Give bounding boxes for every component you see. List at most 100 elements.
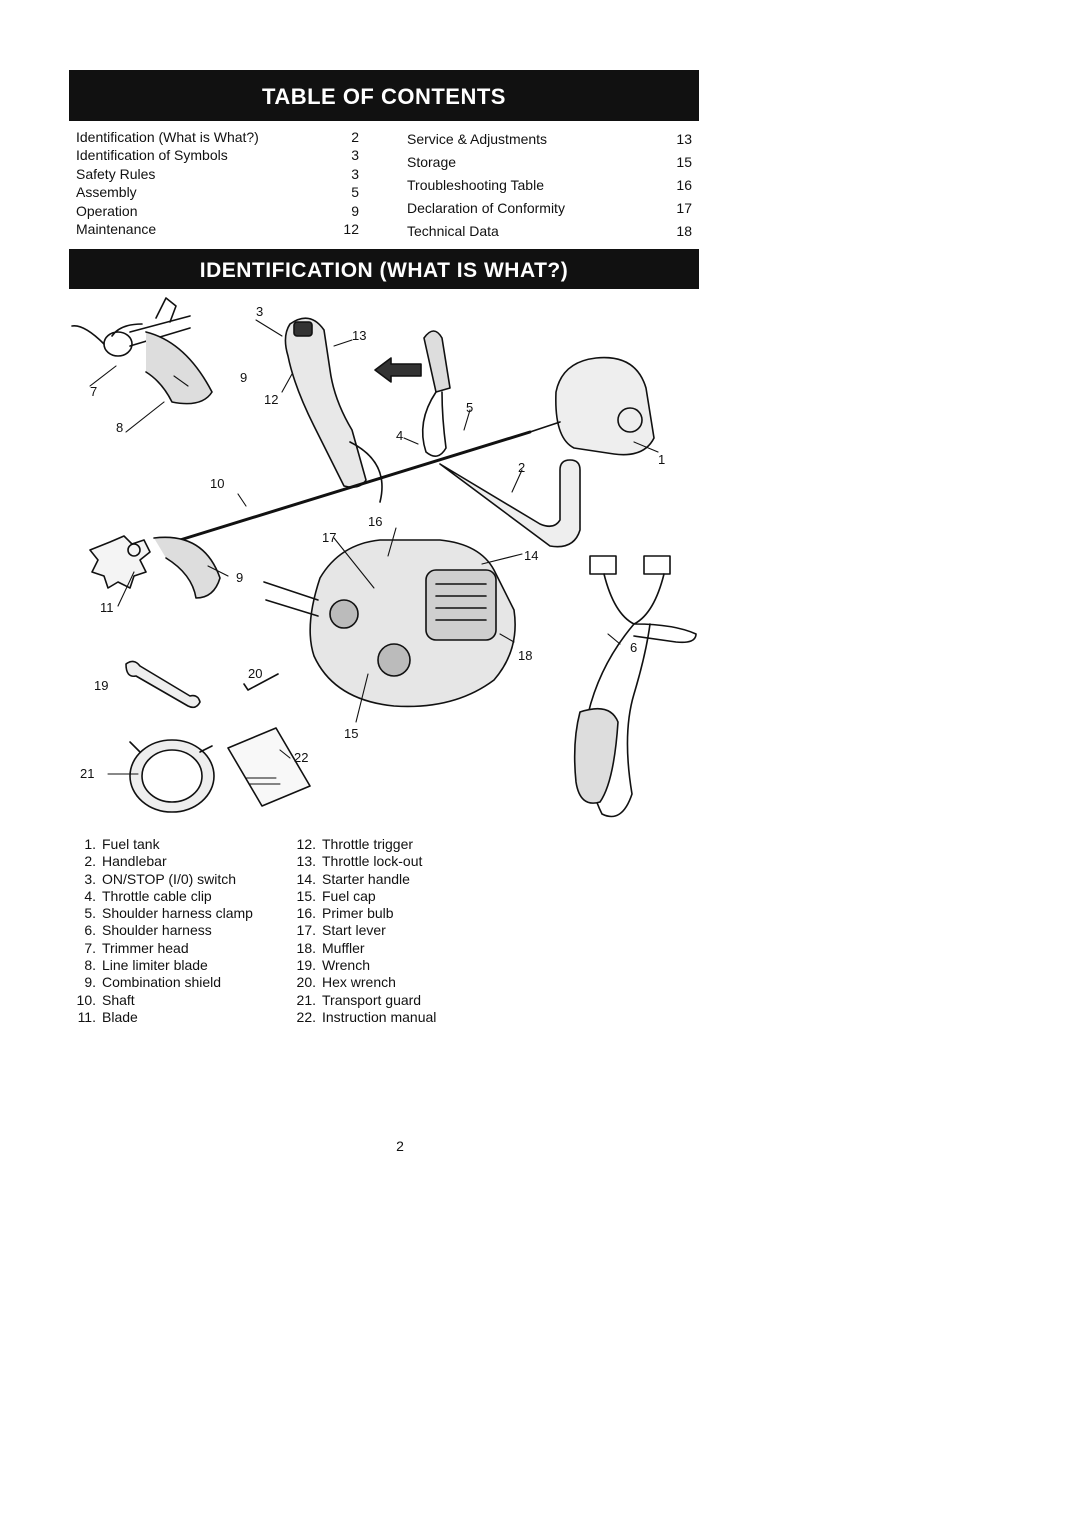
toc-entry-page: 5 [351,184,359,201]
part-name: Hex wrench [322,974,396,991]
list-item: 10.Shaft [76,992,306,1009]
part-name: Primer bulb [322,905,394,922]
toc-entry-label: Identification (What is What?) [76,129,259,145]
part-name: Muffler [322,939,365,956]
part-number: 12. [296,836,316,852]
list-item: 6. Shoulder harness [76,922,306,939]
toc-entry-page: 12 [343,220,359,237]
toc-entry[interactable]: Identification (What is What?)2 [76,128,359,146]
part-number: 6. [84,922,96,939]
part-name: Handlebar [102,853,167,870]
list-item: 15.Fuel cap [296,888,526,905]
shoulder-harness-illustration [573,555,697,818]
part-name: Shoulder harness [102,922,212,939]
part-number: 14. [296,870,316,887]
list-item: 18. Muffler [296,940,526,957]
part-name: Line limiter blade [102,957,208,974]
part-number: 1. [84,836,96,852]
list-item: 1.Fuel tank [76,836,306,853]
part-name: Throttle trigger [322,836,414,852]
parts-diagram-svg: 1 2 3 4 5 6 7 8 9 9 10 11 12 13 14 15 16… [71,297,697,818]
list-item: 7.Trimmer head [76,940,306,957]
callout-8: 8 [116,420,123,435]
toc-entry-page: 3 [351,147,359,164]
callout-1: 1 [658,452,665,467]
list-item: 2. Handlebar [76,853,306,870]
list-item: 22.Instruction manual [296,1009,526,1026]
toc-entry[interactable]: Operation 9 [76,202,359,220]
callout-5: 5 [466,400,473,415]
part-name: Wrench [322,957,370,974]
callout-12: 12 [264,392,278,407]
callout-17: 17 [322,530,336,545]
part-number: 2. [84,853,96,870]
callout-leaders [89,319,659,775]
loop-handle-illustration [421,330,451,457]
list-item: 17. Start lever [296,922,526,939]
part-number: 5. [84,905,96,922]
toc-entry[interactable]: Assembly 5 [76,183,359,201]
part-name: Instruction manual [322,1008,437,1025]
list-item: 16.Primer bulb [296,905,526,922]
part-number: 3. [84,870,96,887]
callout-14: 14 [524,548,538,563]
part-number: 4. [84,887,96,904]
part-number: 18. [296,939,316,956]
part-number: 21. [296,991,316,1008]
callout-3: 3 [256,304,263,319]
part-name: Shoulder harness clamp [102,905,253,922]
direction-arrow [374,357,422,383]
part-name: Throttle cable clip [102,887,212,904]
callout-19: 19 [94,678,108,693]
toc-entry-page: 17 [676,200,692,216]
part-name: Start lever [322,922,386,939]
parts-list-left: 1.Fuel tank 2. Handlebar 3.ON/STOP (I/0) … [76,836,306,1026]
callout-numbers: 1 2 3 4 5 6 7 8 9 9 10 11 12 13 14 15 16… [80,304,665,781]
toc-entry-page: 9 [351,202,359,219]
callout-9: 9 [240,370,247,385]
list-item: 20. Hex wrench [296,974,526,991]
trimmer-head-illustration [71,297,213,405]
toc-entry-label: Operation [76,202,138,219]
callout-7: 7 [90,384,97,399]
part-number: 9. [84,974,96,991]
list-item: 14.Starter handle [296,871,526,888]
toc-entry[interactable]: Technical Data 18 [407,220,692,243]
part-name: Blade [102,1008,138,1025]
callout-9b: 9 [236,570,243,585]
toc-entry-label: Technical Data [407,223,499,239]
list-item: 3.ON/STOP (I/0) switch [76,871,306,888]
toc-entry-label: Storage [407,154,457,170]
parts-list-right: 12.Throttle trigger 13.Throttle lock-out… [296,836,526,1026]
callout-20: 20 [248,666,262,681]
list-item: 19.Wrench [296,957,526,974]
blade-illustration [89,535,221,599]
shaft-illustration [178,430,532,542]
part-number: 17. [296,922,316,939]
list-item: 11.Blade [76,1009,306,1026]
part-name: Fuel cap [322,887,376,904]
part-name: Throttle lock-out [322,853,423,870]
toc-entry-label: Troubleshooting Table [407,177,544,193]
toc-entry-label: Assembly [76,184,137,201]
toc-entry-label: Safety Rules [76,165,156,182]
toc-entry-page: 13 [676,131,692,147]
wrench-illustration [125,660,201,709]
callout-18: 18 [518,648,532,663]
callout-6: 6 [630,640,637,655]
part-number: 20. [296,974,316,991]
callout-2: 2 [518,460,525,475]
toc-entry-page: 18 [676,223,692,239]
callout-15: 15 [344,726,358,741]
callout-21: 21 [80,766,94,781]
hex-wrench-illustration [243,673,279,691]
callout-16: 16 [368,514,382,529]
